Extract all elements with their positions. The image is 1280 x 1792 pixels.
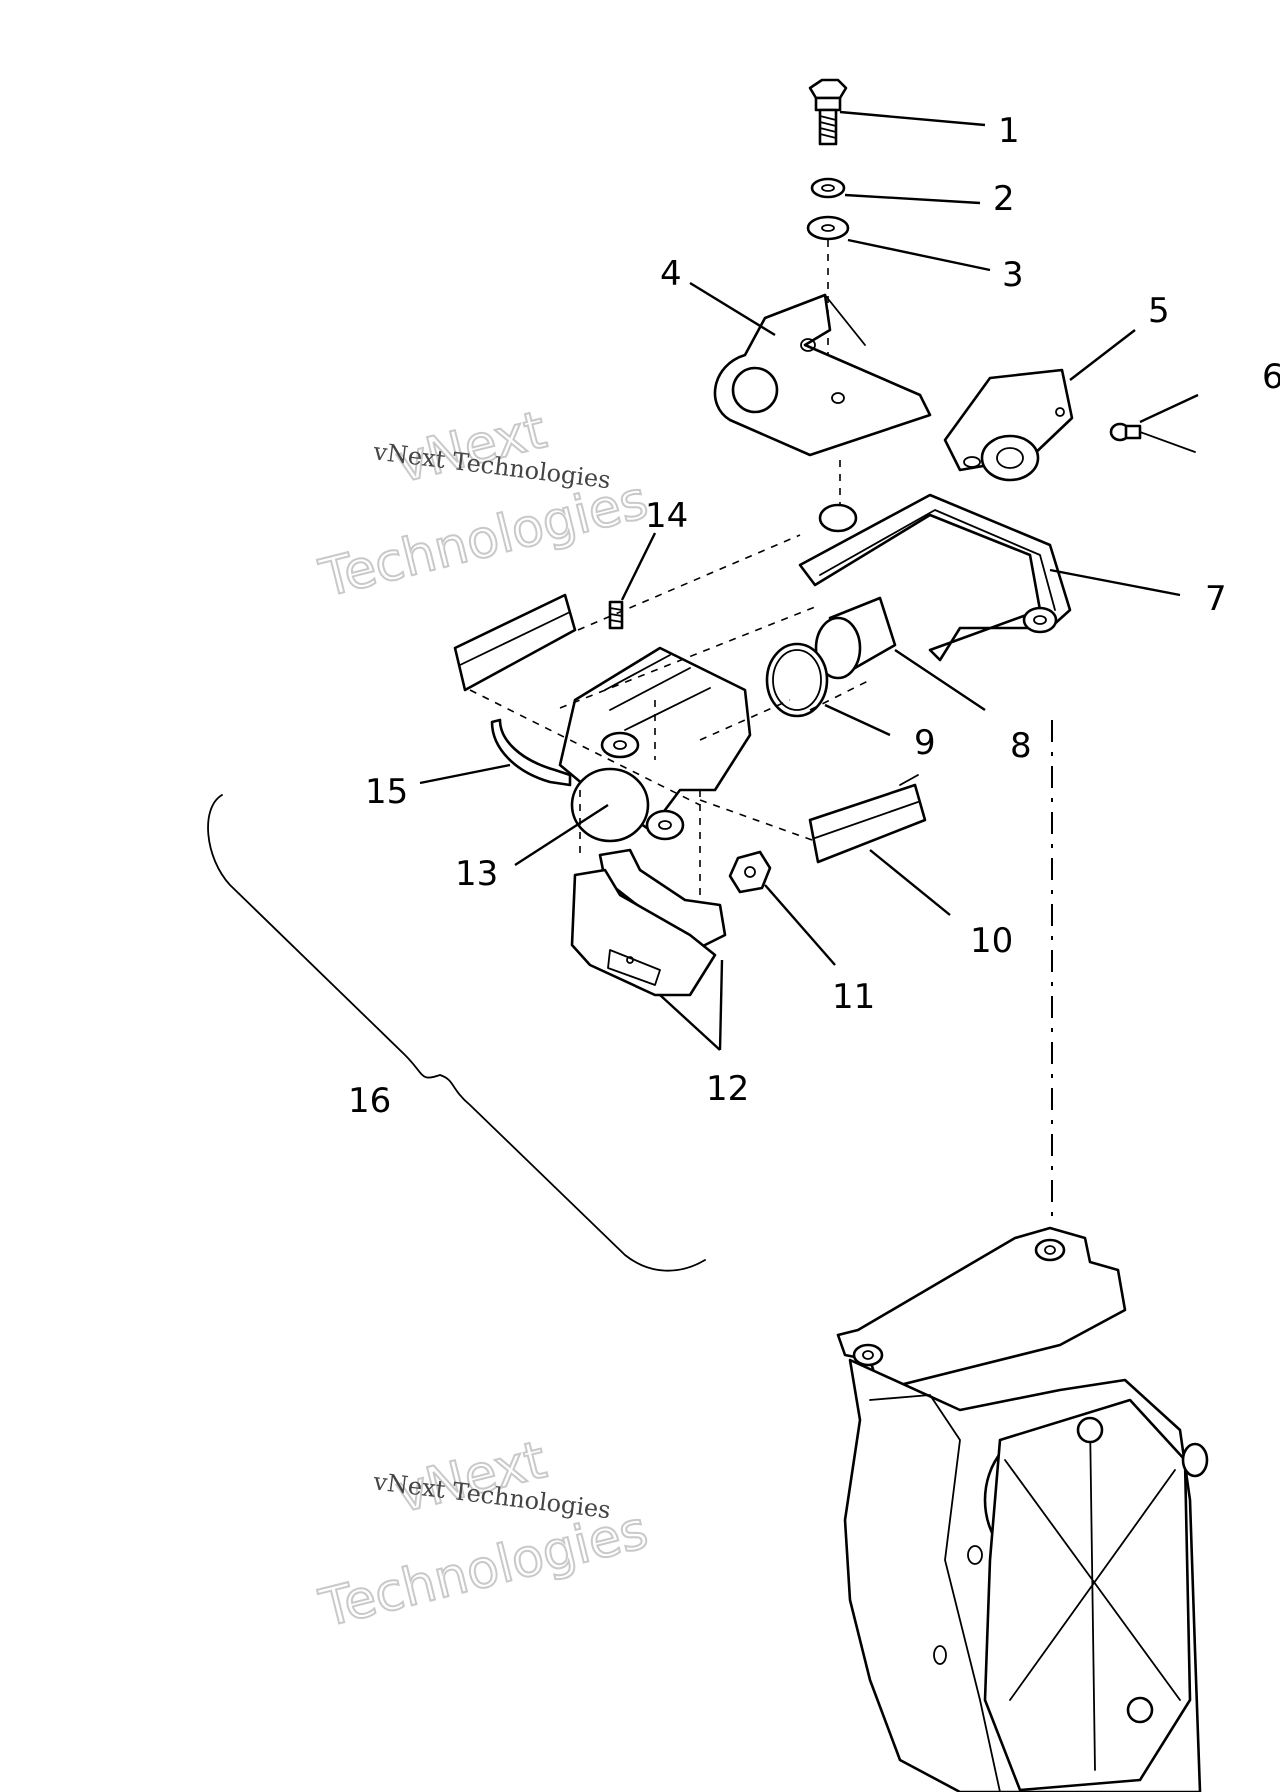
callout-numbers: 1 2 3 4 5 6 7 8 9 10 11 12 13 14 15 16 — [348, 111, 1280, 1121]
callout-7: 7 — [1205, 579, 1227, 619]
part-piston — [814, 596, 897, 680]
part-bolt — [808, 78, 848, 146]
callout-10: 10 — [970, 921, 1013, 961]
callout-15: 15 — [365, 772, 408, 812]
callout-3: 3 — [1002, 255, 1024, 295]
leader-lines — [419, 110, 1199, 1051]
part-bleeder-screw — [608, 600, 624, 630]
bracket-16 — [207, 794, 706, 1272]
part-bracket — [713, 293, 932, 457]
part-screw — [1109, 422, 1196, 453]
callout-11: 11 — [832, 977, 875, 1017]
part-lock-washer — [810, 177, 846, 199]
part-yoke — [798, 493, 1072, 662]
part-pad-clip-upper — [453, 593, 577, 692]
part-brake-pads — [570, 848, 727, 997]
part-brake-line — [490, 718, 572, 787]
part-pad-clip-lower — [808, 774, 927, 864]
part-lever — [943, 368, 1074, 482]
callout-2: 2 — [993, 179, 1015, 219]
watermark-lower: vNext Technologies vNext Technologies — [313, 1429, 655, 1640]
part-fitting — [728, 850, 772, 894]
watermark-upper: vNext Technologies vNext Technologies — [313, 399, 655, 610]
callout-9: 9 — [914, 723, 936, 763]
part-housing — [836, 1226, 1209, 1792]
callout-14: 14 — [645, 496, 688, 536]
callout-13: 13 — [455, 854, 498, 894]
callout-4: 4 — [660, 254, 682, 294]
part-caliper-body — [558, 646, 752, 843]
part-seal-ring — [765, 642, 829, 718]
callout-1: 1 — [998, 111, 1020, 151]
callout-5: 5 — [1148, 291, 1170, 331]
assembly-lines — [469, 534, 1053, 1225]
part-flat-washer — [806, 215, 850, 241]
callout-8: 8 — [1010, 726, 1032, 766]
callout-6: 6 — [1262, 357, 1280, 397]
callout-12: 12 — [706, 1069, 749, 1109]
callout-16: 16 — [348, 1081, 391, 1121]
